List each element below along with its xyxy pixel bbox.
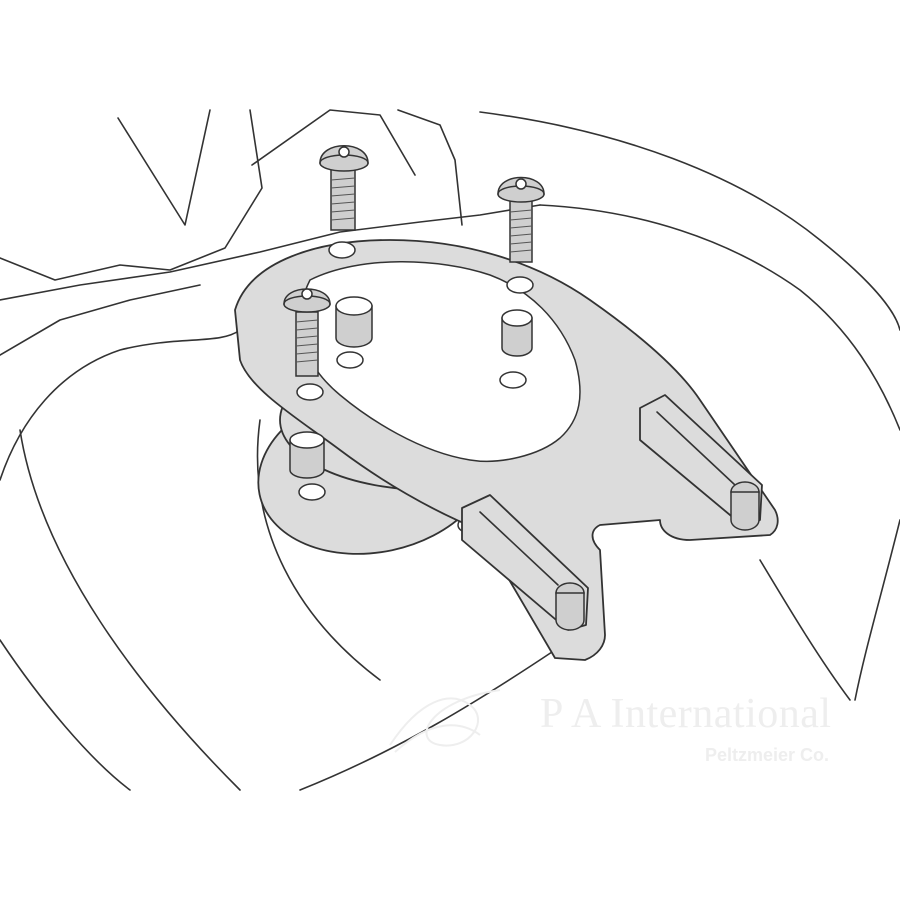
watermark-subtitle: Peltzmeier Co.	[705, 745, 830, 765]
spacer-lower-left	[289, 431, 325, 479]
tank-outline	[0, 109, 900, 791]
bolt-center	[319, 145, 369, 231]
rear-latch-pin-left	[461, 494, 589, 631]
spacer-top-left	[335, 296, 373, 348]
watermark-logo-icon	[389, 689, 501, 753]
spacer-top-right	[501, 309, 533, 357]
bolt-left	[283, 288, 331, 377]
rear-latch-pin-right	[639, 394, 763, 531]
watermark-title: P A International	[540, 691, 832, 737]
bolt-right	[497, 176, 545, 263]
